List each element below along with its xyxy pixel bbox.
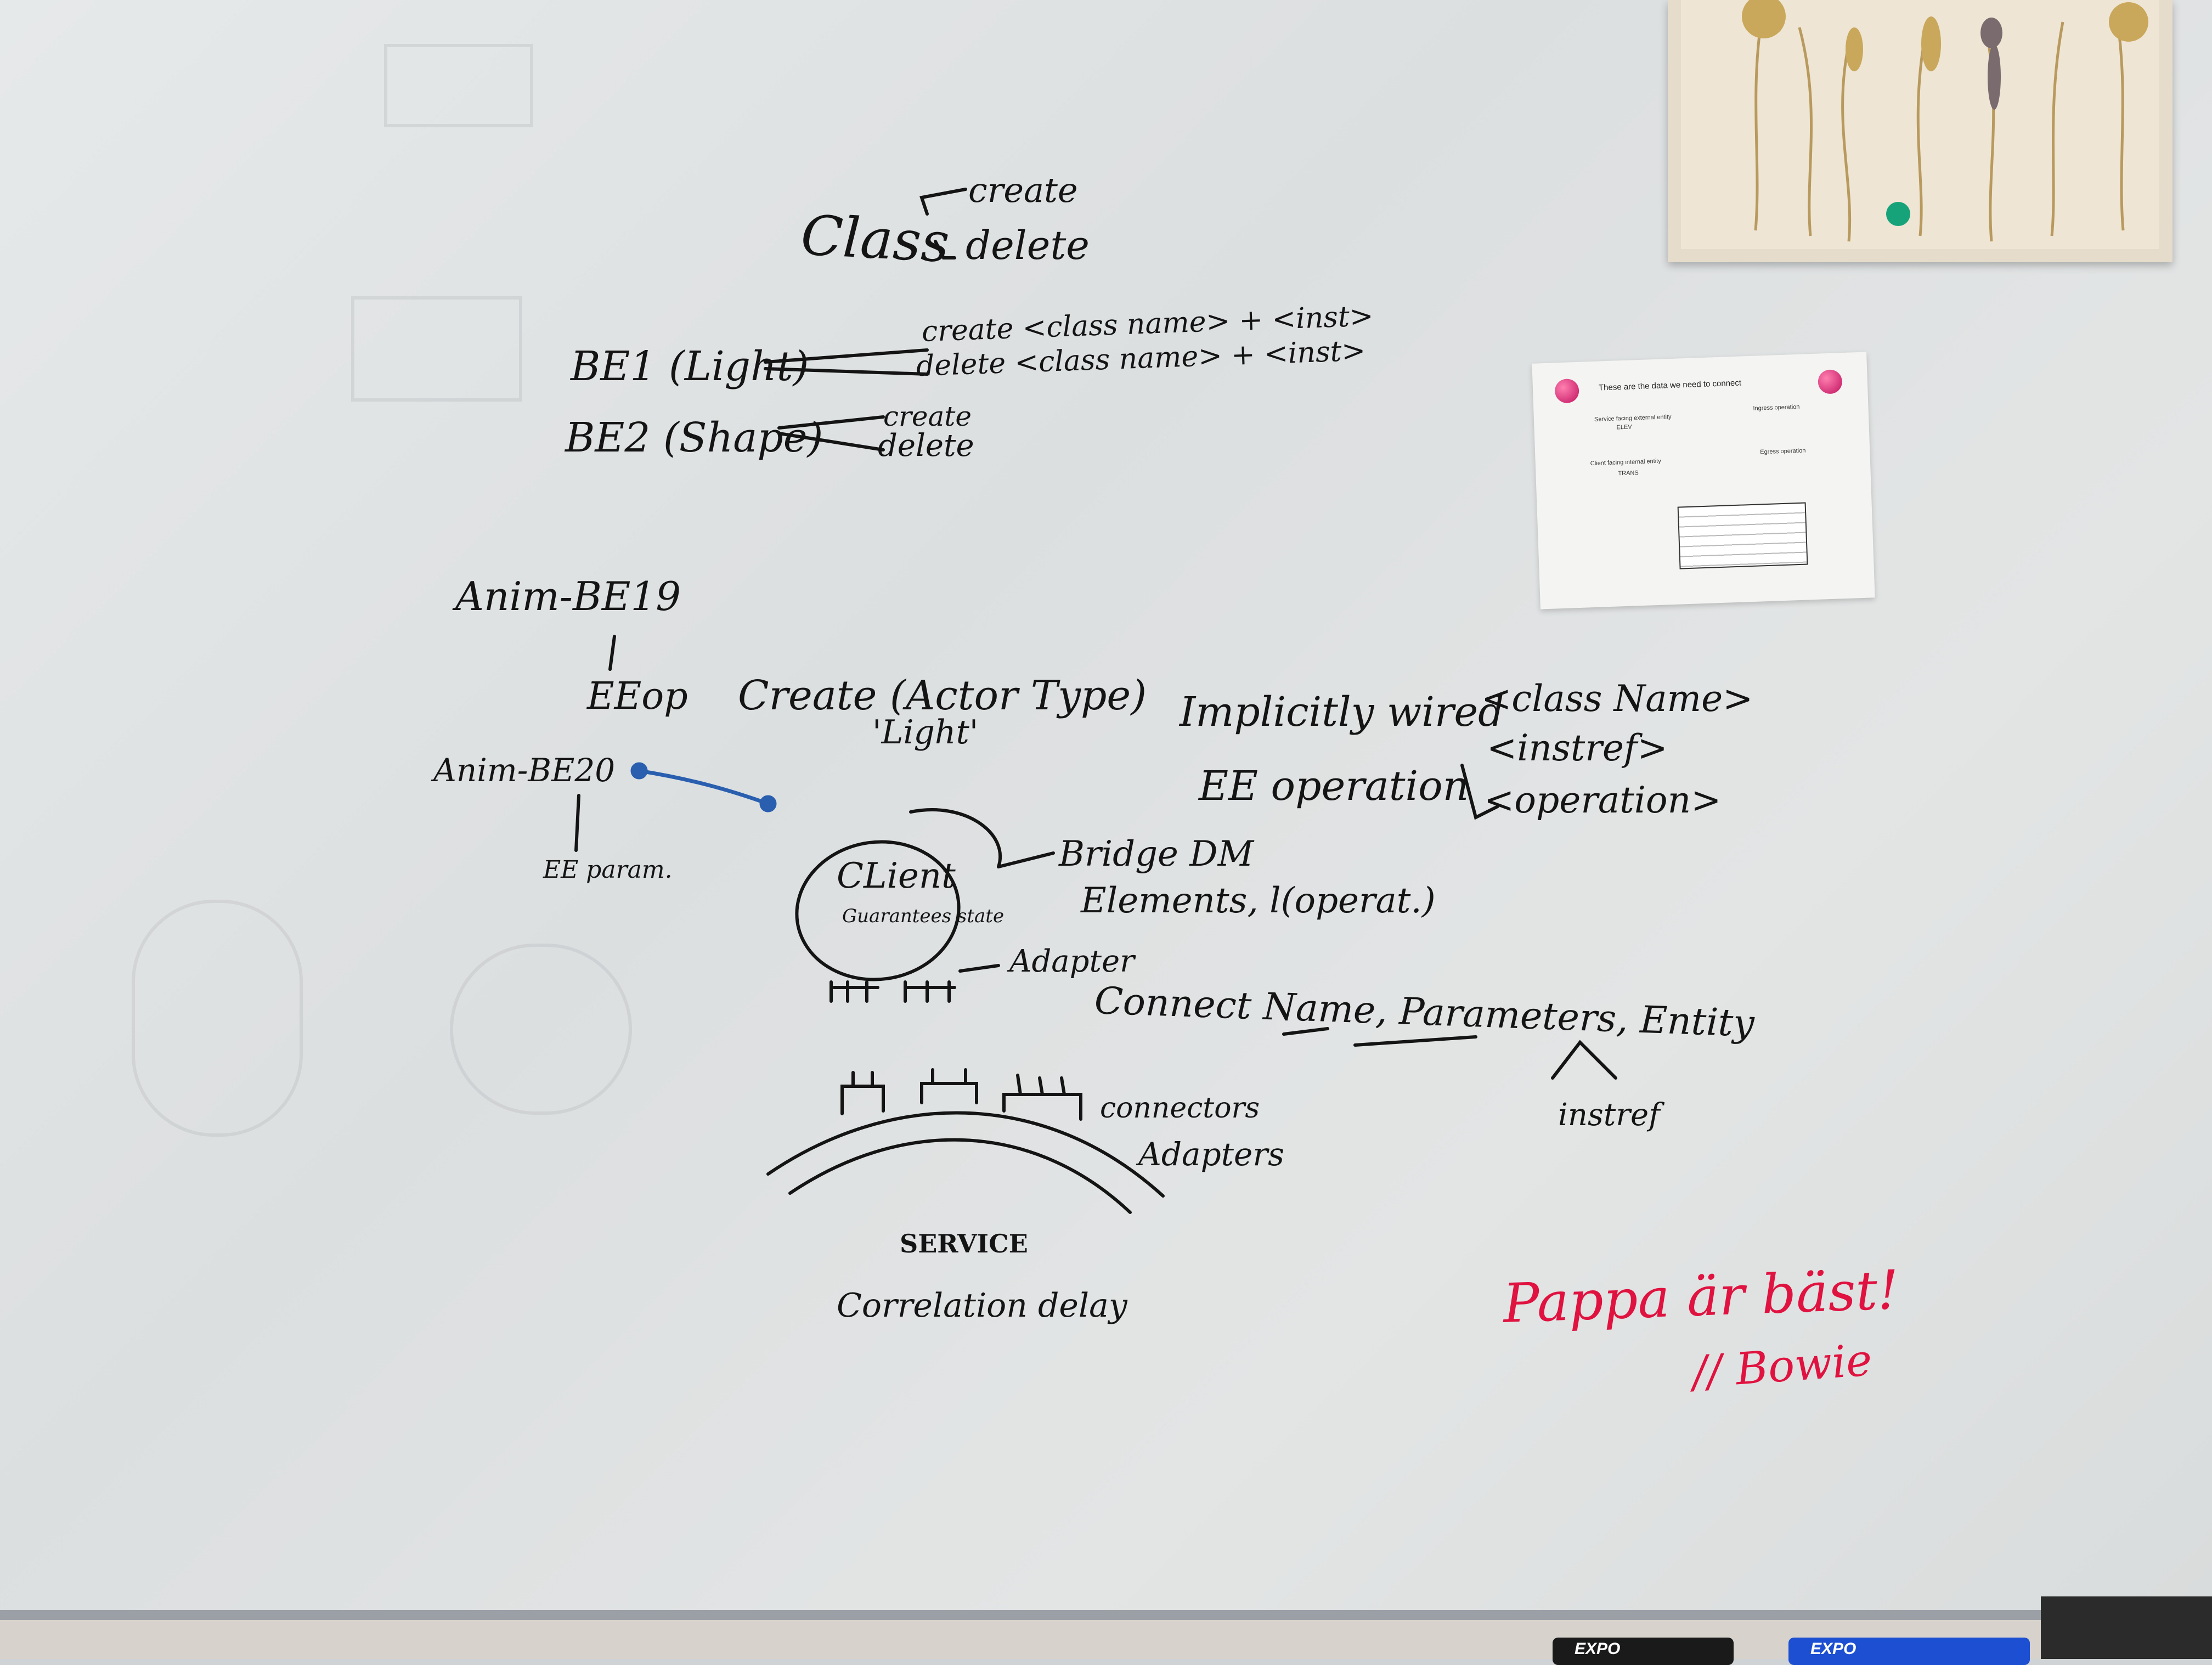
- whiteboard: [0, 0, 2212, 1610]
- be2-delete: delete: [878, 428, 974, 464]
- ee-param: EE param.: [543, 856, 673, 884]
- adapters-label: Adapters: [1138, 1136, 1284, 1173]
- ghost-marks: [450, 944, 632, 1115]
- be2-create: create: [883, 400, 972, 432]
- instref-under: instref: [1558, 1097, 1660, 1133]
- anim-be20: Anim-BE20: [433, 752, 616, 789]
- elements-operat: Elements, l(operat.): [1081, 881, 1436, 921]
- connectors-label: connectors: [1100, 1092, 1260, 1125]
- class-create: create: [968, 170, 1078, 210]
- be2-label: BE2 (Shape): [565, 414, 823, 461]
- marker-brand: EXPO: [1575, 1640, 1621, 1658]
- client-title: CLient: [837, 856, 956, 896]
- instref-tag: <instref>: [1487, 727, 1668, 769]
- flowers-drawing: [1742, 0, 2148, 242]
- ee-operation: EE operation: [1199, 763, 1469, 810]
- marker-black[interactable]: EXPO: [1553, 1638, 1734, 1665]
- be1-label: BE1 (Light): [571, 343, 809, 390]
- bridge-dm: Bridge DM: [1059, 834, 1254, 874]
- framed-pressed-flowers: [1668, 0, 2172, 262]
- create-actor: Create (Actor Type): [738, 672, 1147, 719]
- tray-edge: [0, 1610, 2212, 1620]
- ghost-marks: [351, 296, 522, 402]
- marker-blue[interactable]: EXPO: [1788, 1638, 2030, 1665]
- ghost-marks: [384, 44, 533, 127]
- eraser[interactable]: [2041, 1596, 2212, 1659]
- eeop: EEop: [587, 675, 688, 718]
- client-subtitle: Guarantees state: [842, 905, 1005, 927]
- anim-be19: Anim-BE19: [455, 573, 681, 619]
- operation-tag: <operation>: [1484, 779, 1722, 821]
- class-name-tag: <class Name>: [1481, 678, 1753, 720]
- class-delete: delete: [966, 222, 1090, 268]
- service-label: SERVICE: [900, 1229, 1028, 1258]
- adapter-label: Adapter: [1009, 944, 1135, 979]
- marker-brand: EXPO: [1810, 1640, 1857, 1658]
- ghost-marks: [132, 900, 303, 1137]
- light-quote: 'Light': [872, 713, 979, 752]
- implicitly-wired: Implicitly wired: [1180, 688, 1504, 736]
- class-word: Class: [799, 203, 951, 275]
- correlation-delay: Correlation delay: [837, 1286, 1127, 1325]
